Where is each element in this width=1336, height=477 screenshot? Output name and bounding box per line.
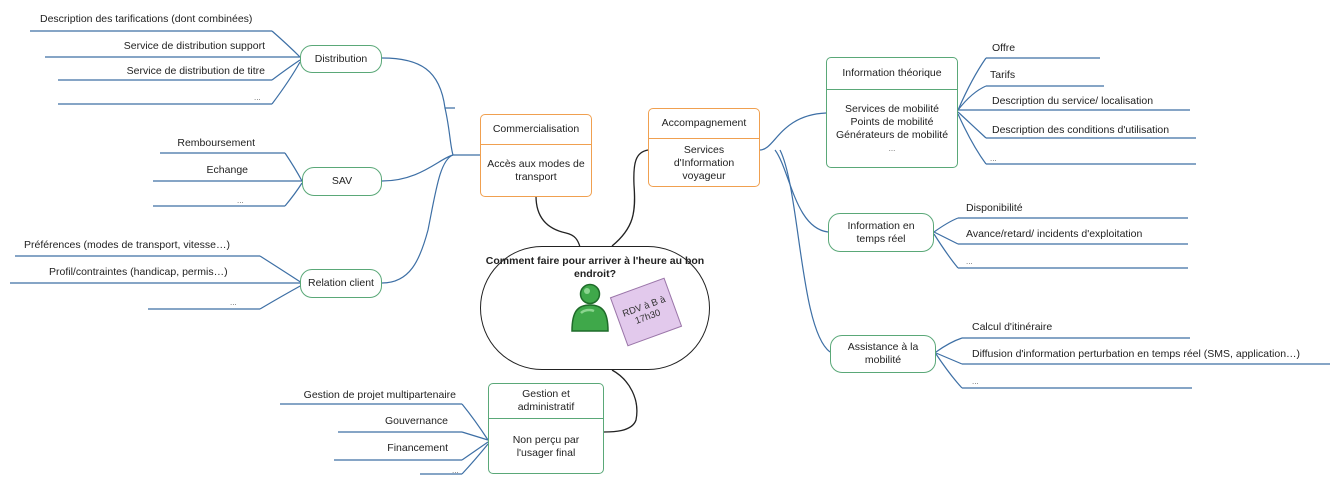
info-theorique-body-line: Services de mobilité [845,103,939,115]
info-theorique-box: Information théorique Services de mobili… [826,57,958,168]
assistance-node: Assistance à la mobilité [830,335,936,373]
relation-client-node: Relation client [300,269,382,298]
distribution-item-label: Description des tarifications (dont comb… [40,13,253,25]
commercialisation-box: Commercialisation Accès aux modes de tra… [480,114,592,197]
appointment-note-text: RDV à B à 17h30 [621,293,668,327]
sav-item-label: ... [237,196,244,205]
sav-item-label: Remboursement [177,137,255,149]
info-theorique-item-label: Description des conditions d'utilisation [992,124,1170,136]
info-theorique-body-line: Générateurs de mobilité [835,129,949,141]
gestion-item-label: ... [452,466,459,475]
distribution-item-label: Service de distribution support [123,40,265,52]
gestion-title: Gestion et administratif [489,384,603,419]
info-temps-reel-node: Information en temps réel [828,213,934,252]
assistance-label: Assistance à la mobilité [847,341,919,366]
info-theorique-body: Services de mobilité Points de mobilité … [827,90,957,168]
accompagnement-body: Services d'Information voyageur [673,143,735,182]
info-temps-reel-item-label: Disponibilité [966,202,1023,214]
info-theorique-body-line: ... [888,144,896,153]
gestion-box: Gestion et administratif Non perçu par l… [488,383,604,474]
info-theorique-title: Information théorique [827,58,957,90]
info-temps-reel-item-label: Avance/retard/ incidents d'exploitation [966,228,1143,240]
accompagnement-box: Accompagnement Services d'Information vo… [648,108,760,187]
distribution-node: Distribution [300,45,382,73]
distribution-item-label: ... [254,93,261,102]
info-theorique-item-label: Offre [992,42,1016,54]
info-theorique-body-line: Points de mobilité [850,116,934,128]
info-theorique-item-label: ... [990,154,997,163]
info-theorique-item-label: Tarifs [990,69,1016,81]
accompagnement-title: Accompagnement [649,109,759,139]
commercialisation-title: Commercialisation [481,115,591,145]
relation-client-item-label: Profil/contraintes (handicap, permis…) [49,266,228,278]
commercialisation-body: Accès aux modes de transport [487,158,585,183]
gestion-item-label: Financement [387,442,448,454]
gestion-item-label: Gouvernance [384,415,448,427]
info-temps-reel-item-label: ... [966,257,973,266]
assistance-item-label: Calcul d'itinéraire [972,321,1053,333]
relation-client-item-label: ... [230,298,237,307]
relation-client-label: Relation client [308,277,374,289]
central-question-title: Comment faire pour arriver à l'heure au … [485,255,705,280]
distribution-label: Distribution [314,52,368,65]
assistance-item-label: ... [972,377,979,386]
info-theorique-item-label: Description du service/ localisation [992,95,1154,107]
sav-label: SAV [331,175,353,187]
assistance-item-label: Diffusion d'information perturbation en … [972,348,1301,360]
relation-client-item-label: Préférences (modes de transport, vitesse… [24,239,231,251]
person-icon [571,283,609,332]
sav-node: SAV [302,167,382,196]
info-temps-reel-label: Information en temps réel [847,219,915,245]
gestion-body: Non perçu par l'usager final [512,433,580,459]
gestion-item-label: Gestion de projet multipartenaire [303,389,456,401]
distribution-item-label: Service de distribution de titre [126,65,265,77]
sav-item-label: Echange [206,164,248,176]
